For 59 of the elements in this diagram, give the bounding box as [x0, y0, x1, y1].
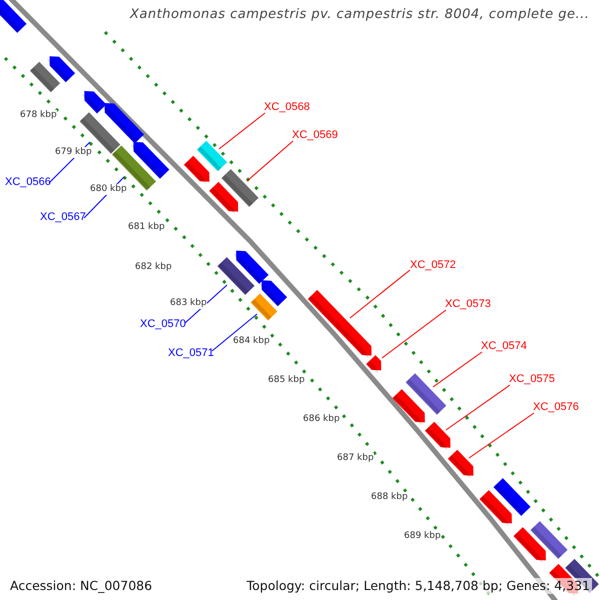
- gene-label: XC_0570: [140, 318, 186, 331]
- gene-feature: [184, 156, 210, 184]
- gene-feature: [424, 422, 450, 450]
- tick-label: 681 kbp: [128, 222, 165, 233]
- tick-label: 686 kbp: [303, 414, 340, 425]
- gene-feature: [0, 0, 27, 33]
- gene-label: XC_0573: [445, 298, 491, 311]
- gene-label: XC_0574: [481, 340, 527, 353]
- tick-label: 680 kbp: [90, 184, 127, 195]
- leader-line: [432, 352, 482, 388]
- tick-label: 684 kbp: [233, 336, 270, 347]
- tick-label: 685 kbp: [268, 375, 305, 386]
- gene-feature: [479, 490, 512, 526]
- gene-feature: [493, 478, 531, 516]
- gene-label: XC_0566: [5, 176, 51, 189]
- leader-line: [218, 112, 266, 150]
- gene-label: XC_0571: [168, 347, 214, 360]
- map-info: Accession: NC_007086: [8, 578, 154, 594]
- gene-feature: [308, 290, 372, 358]
- gene-feature: [234, 250, 269, 284]
- gene-label: XC_0572: [410, 259, 456, 272]
- gene-feature: [392, 389, 425, 425]
- gene-feature: [530, 521, 568, 559]
- tick-label: 687 kbp: [337, 453, 374, 464]
- gene-label: XC_0576: [533, 401, 579, 414]
- gene-feature: [196, 140, 228, 172]
- gene-feature: [259, 280, 288, 306]
- leader-line: [212, 314, 258, 352]
- leader-line: [350, 270, 410, 318]
- gene-feature: [448, 450, 474, 478]
- gene-feature: [130, 142, 170, 179]
- gene-feature: [47, 56, 76, 82]
- leader-line: [446, 384, 510, 430]
- leader-line: [184, 284, 228, 324]
- gene-feature: [406, 373, 446, 415]
- tick-label: 688 kbp: [371, 492, 408, 503]
- map-title: Xanthomonas campestris pv. campestris str. 8004, complete ge...: [130, 6, 590, 24]
- tick-label: 679 kbp: [55, 147, 92, 158]
- gene-label: XC_0568: [264, 101, 310, 114]
- gene-feature: [366, 355, 382, 373]
- tick-label: 689 kbp: [404, 531, 441, 542]
- gene-label: XC_0567: [40, 211, 86, 224]
- gene-label: XC_0575: [509, 373, 555, 386]
- gene-feature: [221, 169, 259, 207]
- tick-label: 678 kbp: [20, 110, 57, 121]
- gene-feature: [217, 257, 255, 295]
- tick-label: 683 kbp: [170, 298, 207, 309]
- leader-line: [382, 310, 446, 358]
- tick-label: 682 kbp: [135, 262, 172, 273]
- gene-feature: [30, 62, 60, 92]
- leader-line: [468, 412, 534, 458]
- gene-feature: [102, 103, 144, 144]
- gene-feature: [82, 91, 106, 114]
- gene-label: XC_0569: [292, 129, 338, 142]
- gene-feature: [250, 294, 278, 320]
- gene-feature: [209, 182, 238, 214]
- leader-line: [246, 140, 294, 182]
- map-info: Topology: circular; Length: 5,148,708 bp; Genes: 4,331: [244, 578, 592, 594]
- gene-feature: [513, 527, 546, 563]
